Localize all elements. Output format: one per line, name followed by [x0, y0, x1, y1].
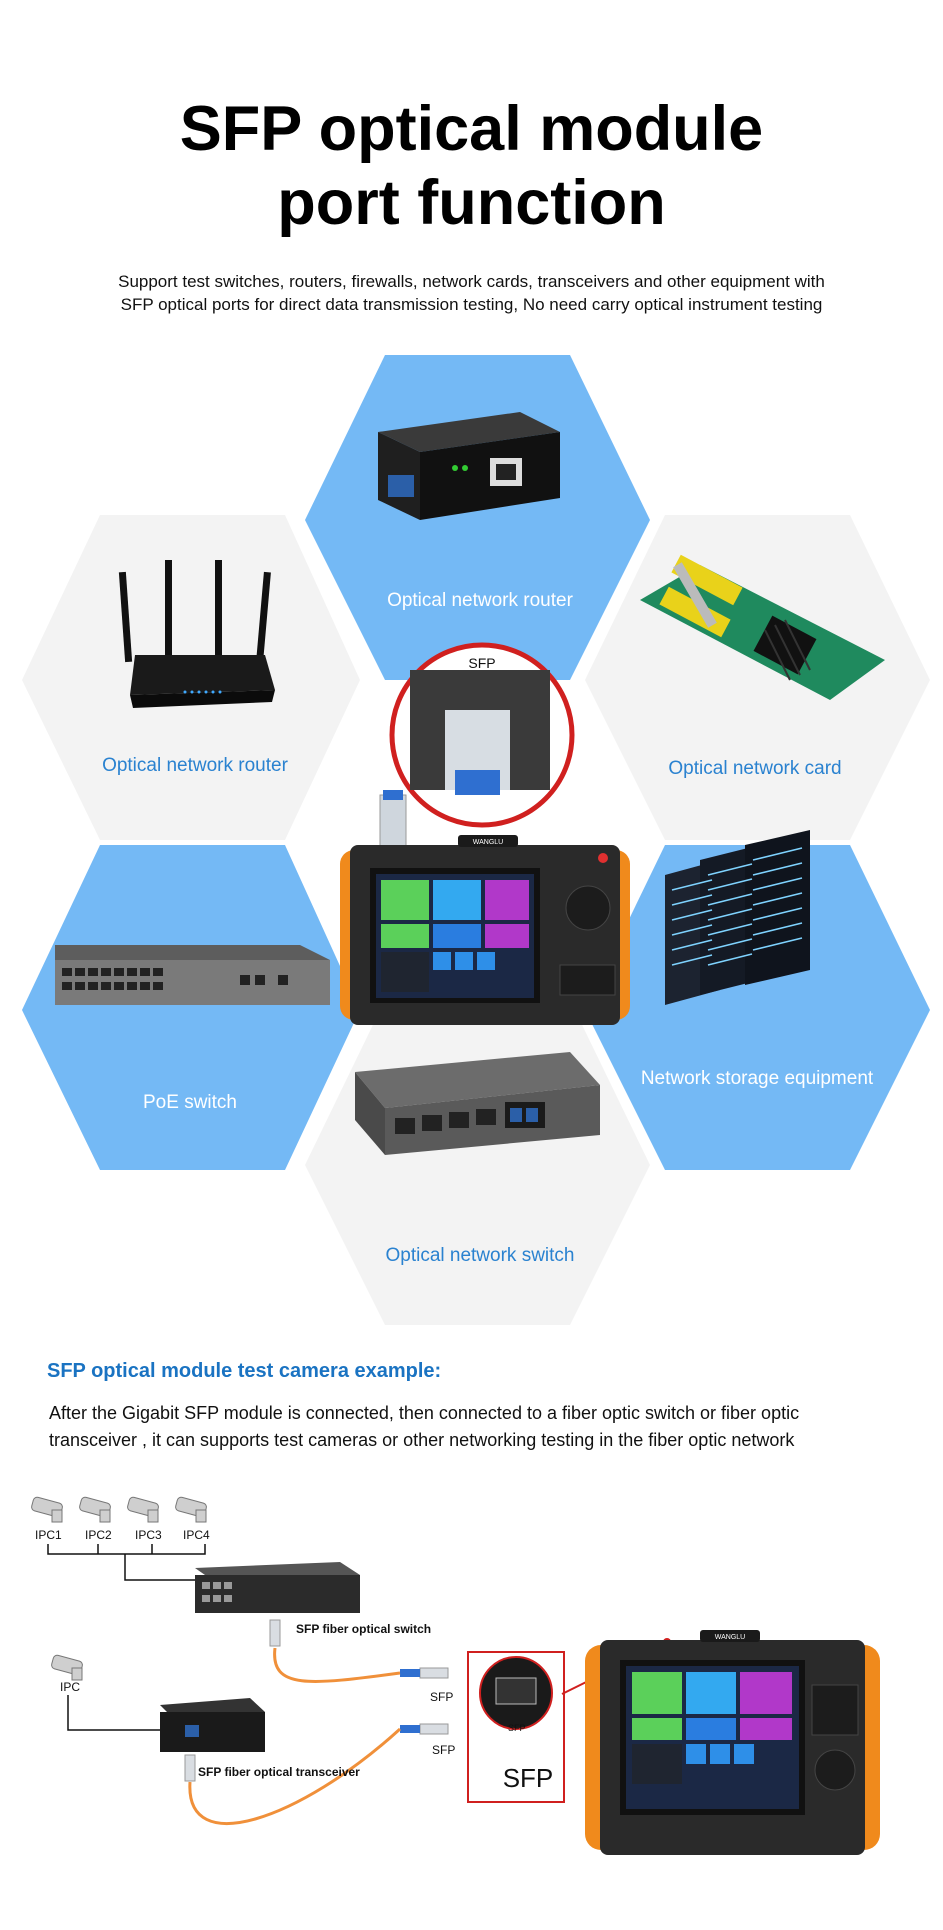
hexagon-grid-graphic: WANGLU SFP	[22, 355, 930, 1325]
hex-label-top: Optical network router	[387, 590, 573, 611]
title-line-1: SFP optical module	[179, 94, 764, 164]
example-body-line-1: After the Gigabit SFP module is connecte…	[49, 1403, 800, 1423]
hex-label-right-upper: Optical network card	[668, 758, 842, 779]
camera-icon-1	[31, 1496, 63, 1523]
hex-label-left-upper: Optical network router	[102, 755, 288, 776]
callout-small-sfp: SFP	[508, 1723, 526, 1733]
device-brand-label: WANGLU	[473, 839, 503, 846]
camera-label-3: IPC3	[135, 1528, 162, 1542]
hex-left-lower	[22, 845, 360, 1170]
example-heading: SFP optical module test camera example:	[47, 1360, 442, 1382]
sfp-label-top: SFP	[430, 1690, 454, 1704]
sfp-module-transceiver	[184, 1754, 196, 1782]
camera-links	[47, 1544, 206, 1731]
hex-right-upper	[585, 515, 930, 840]
transceiver-label: SFP fiber optical transceiver	[198, 1765, 360, 1779]
connection-diagram-graphic: WANGLU	[31, 1496, 880, 1855]
tester-device-image: WANGLU	[340, 790, 630, 1025]
diagram-transceiver	[160, 1698, 265, 1752]
callout-sfp-label: SFP	[468, 655, 495, 671]
intro-line-1: Support test switches, routers, firewall…	[118, 272, 825, 291]
camera-icon-2	[79, 1496, 111, 1523]
diagram-device-brand: WANGLU	[715, 1634, 745, 1641]
sfp-label-bottom: SFP	[432, 1743, 456, 1757]
switch-label: SFP fiber optical switch	[296, 1622, 432, 1636]
callout-big-sfp: SFP	[502, 1763, 554, 1793]
wifi-router-image	[118, 560, 275, 708]
fiber-cables	[188, 1647, 402, 1826]
network-card-image	[640, 554, 885, 700]
hex-label-bottom: Optical network switch	[385, 1245, 575, 1266]
example-body-line-2: transceiver , it can supports test camer…	[49, 1430, 795, 1450]
camera-label-single: IPC	[60, 1680, 81, 1694]
sfp-module-bottom	[400, 1723, 449, 1735]
camera-label-2: IPC2	[85, 1528, 112, 1542]
camera-label-1: IPC1	[35, 1528, 62, 1542]
camera-icon-3	[127, 1496, 159, 1523]
camera-label-4: IPC4	[183, 1528, 210, 1542]
camera-icon-single	[51, 1654, 83, 1681]
diagram-switch	[195, 1562, 360, 1613]
camera-icon-4	[175, 1496, 207, 1523]
sfp-module-top	[400, 1667, 449, 1679]
poe-switch-image	[55, 945, 330, 1005]
storage-rack-image	[665, 830, 810, 1005]
example-body: After the Gigabit SFP module is connecte…	[49, 1400, 899, 1454]
diagram-tester-device: WANGLU	[585, 1630, 880, 1855]
optical-switch-image	[355, 1052, 600, 1155]
page-title: SFP optical module port function	[0, 92, 943, 240]
title-line-2: port function	[277, 168, 666, 238]
media-converter-image	[378, 412, 560, 520]
intro-line-2: SFP optical ports for direct data transm…	[120, 295, 823, 314]
hex-label-left-lower: PoE switch	[143, 1092, 237, 1113]
sfp-module-switch	[269, 1619, 281, 1647]
hex-label-right-lower: Network storage equipment	[640, 1068, 874, 1089]
hex-top	[305, 355, 650, 680]
connection-diagram: WANGLU IPC1 IPC2 IPC3 IPC4 IPC SFP fiber…	[0, 1480, 943, 1930]
sfp-callout-circle: SFP	[389, 642, 575, 828]
camera-icons	[31, 1496, 207, 1681]
hex-bottom	[305, 1000, 650, 1325]
hexagon-grid: WANGLU SFP Optical network router Optica…	[0, 340, 943, 1330]
intro-text: Support test switches, routers, firewall…	[40, 270, 903, 316]
